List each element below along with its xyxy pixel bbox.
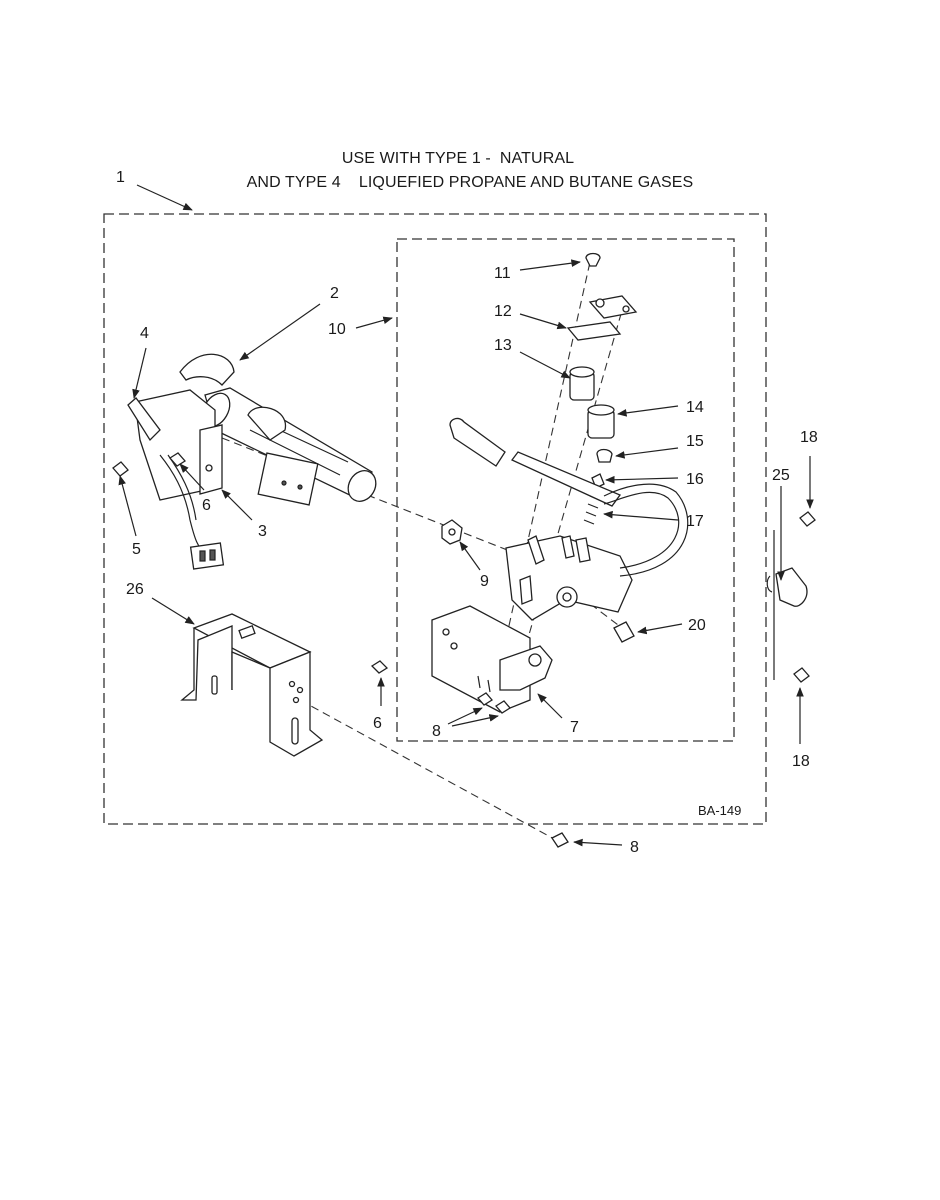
callout-10: 10	[328, 321, 346, 338]
leader-8-b	[451, 714, 499, 727]
callout-18-bottom: 18	[792, 753, 810, 770]
igniter-tube-parts	[449, 417, 622, 507]
callout-16: 16	[686, 471, 704, 488]
callout-9: 9	[480, 573, 489, 590]
leader-8-a	[447, 707, 483, 725]
alignment-line-valve-left	[491, 261, 591, 703]
leader-8-c	[573, 838, 623, 847]
title-line-2: AND TYPE 4 LIQUEFIED PROPANE AND BUTANE …	[246, 174, 694, 191]
callout-7: 7	[570, 719, 579, 736]
callout-17: 17	[686, 513, 704, 530]
leader-26	[151, 597, 195, 625]
screw-part-6-right	[370, 660, 389, 674]
callout-6-left: 6	[202, 497, 211, 514]
leader-11	[519, 259, 581, 271]
callout-12: 12	[494, 303, 512, 320]
callout-3: 3	[258, 523, 267, 540]
callout-5: 5	[132, 541, 141, 558]
callout-18-top: 18	[800, 429, 818, 446]
leader-10	[355, 316, 393, 329]
alignment-line-fitting	[579, 595, 623, 629]
leader-3	[221, 489, 253, 521]
leader-5	[118, 475, 137, 537]
leader-1	[136, 184, 193, 211]
burner-tube-part	[179, 353, 377, 506]
screw-part-8-b	[495, 700, 511, 714]
leader-9	[459, 541, 481, 571]
alignment-line-bracket	[299, 699, 557, 841]
diagram-code: BA-149	[698, 803, 741, 818]
leader-13	[519, 351, 571, 379]
callout-11: 11	[494, 265, 511, 282]
callout-13: 13	[494, 337, 512, 354]
callout-2: 2	[330, 285, 339, 302]
screw-part-5	[112, 461, 129, 477]
assembly-boundary-valve	[396, 238, 735, 742]
valve-top-parts	[566, 252, 638, 525]
assembly-boundary-outer	[103, 213, 767, 825]
callout-15: 15	[686, 433, 704, 450]
leader-7	[537, 693, 563, 719]
leader-17	[603, 510, 679, 521]
gas-valve-body-part	[505, 483, 689, 621]
leader-16	[605, 475, 679, 484]
mounting-bracket-part	[180, 613, 324, 757]
callout-4: 4	[140, 325, 149, 342]
callout-8-a: 8	[432, 723, 441, 740]
screw-part-6-left	[169, 452, 186, 467]
screw-part-8-a	[477, 692, 493, 706]
screw-part-18-top	[799, 511, 816, 527]
screw-part-18-bottom	[793, 667, 810, 683]
callout-25: 25	[772, 467, 790, 484]
callout-8-b: 8	[630, 839, 639, 856]
valve-bracket-part	[431, 605, 553, 713]
screw-part-8-c	[551, 832, 569, 848]
title-line-1: USE WITH TYPE 1 - NATURAL	[341, 150, 575, 167]
callout-14: 14	[686, 399, 704, 416]
leader-20	[637, 623, 683, 635]
leader-2	[239, 303, 321, 361]
leader-6-left	[179, 463, 205, 491]
leader-15	[615, 447, 679, 459]
leader-14	[617, 405, 679, 417]
clip-part-25	[766, 567, 808, 607]
nut-part-9	[441, 519, 463, 545]
callout-26: 26	[126, 581, 144, 598]
leader-12	[519, 313, 567, 330]
bracket-and-sensor-part	[127, 389, 225, 570]
callout-20: 20	[688, 617, 706, 634]
leader-4	[132, 347, 147, 399]
callout-6-right: 6	[373, 715, 382, 732]
callout-1: 1	[116, 169, 125, 186]
fitting-part-20	[613, 621, 635, 643]
